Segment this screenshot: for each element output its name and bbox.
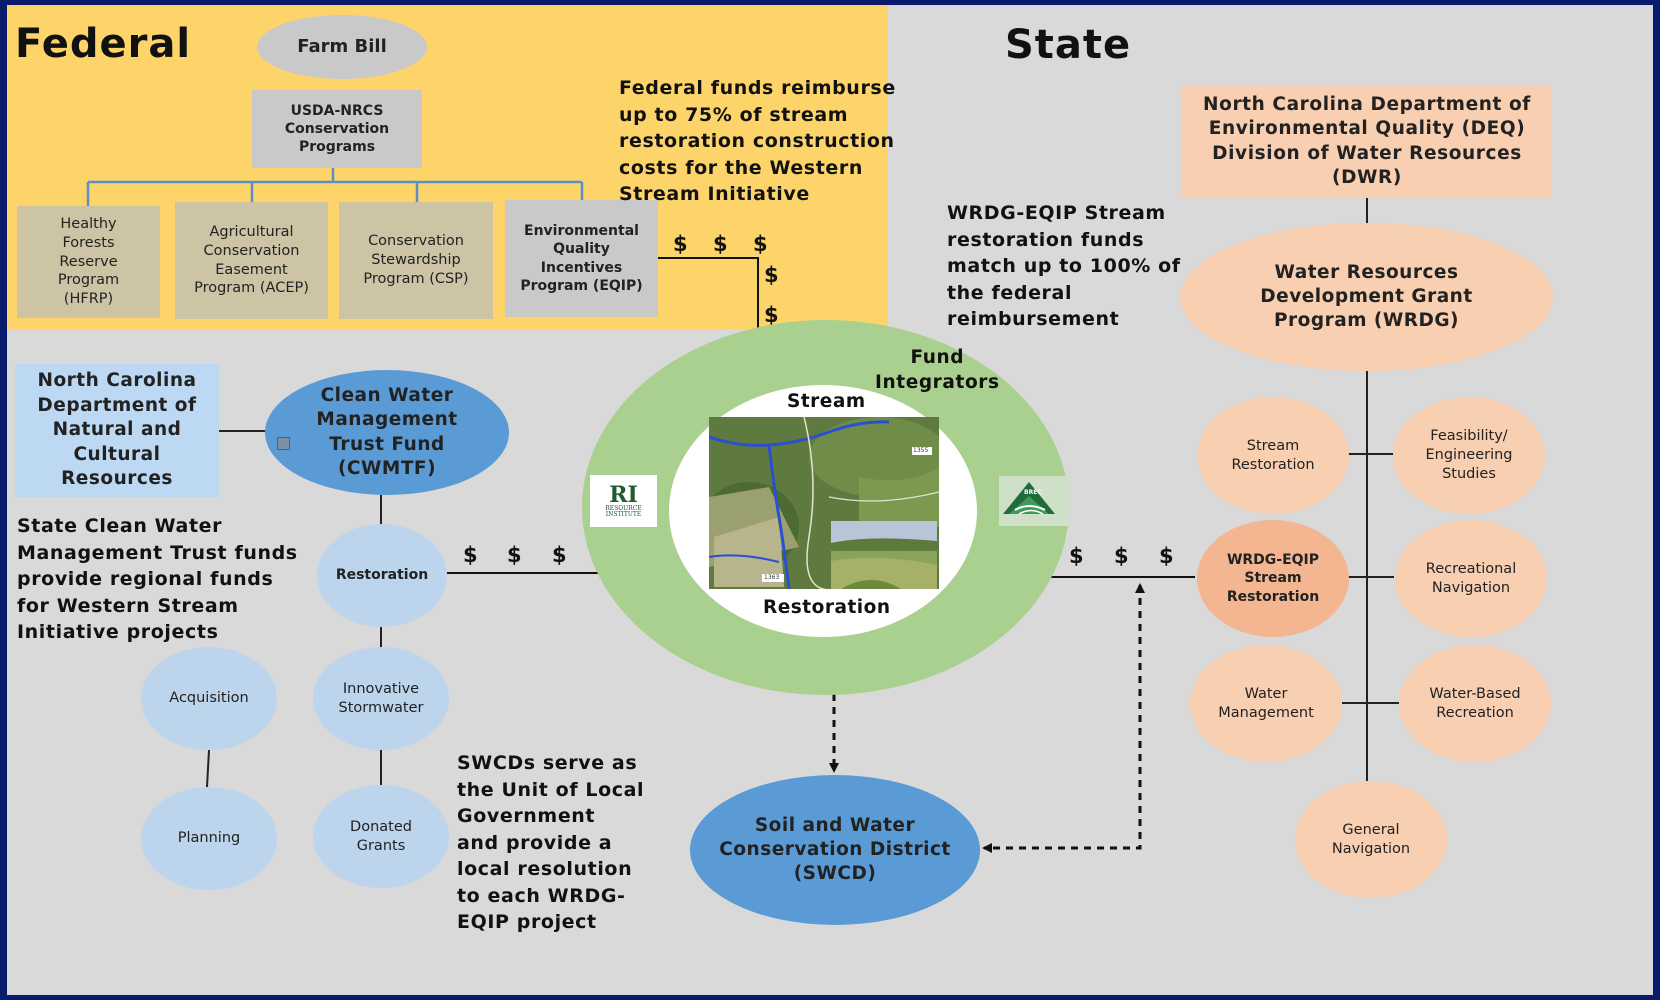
- dollar-sign: $: [507, 543, 522, 567]
- cwmtf-funds-note: State Clean Water Management Trust funds…: [17, 515, 298, 643]
- map-road-label: 1355: [913, 447, 929, 454]
- circle-wrdg-eqip: WRDG-EQIP Stream Restoration: [1197, 520, 1349, 637]
- wrdg-ellipse: Water Resources Development Grant Progra…: [1180, 223, 1553, 371]
- circle-recreational-navigation: Recreational Navigation: [1395, 520, 1547, 637]
- resource-institute-text: RESOURCE INSTITUTE: [605, 504, 642, 518]
- circle-general-navigation: General Navigation: [1295, 781, 1447, 898]
- photo-graphic: [831, 521, 937, 589]
- restoration-label: Restoration: [763, 597, 891, 618]
- brec-logo: BREC: [999, 476, 1070, 526]
- dollar-sign: $: [1159, 544, 1174, 568]
- circle-innovative-stormwater: Innovative Stormwater: [313, 647, 449, 750]
- federal-funds-note: Federal funds reimburse up to 75% of str…: [619, 77, 896, 205]
- swcd-note: SWCDs serve as the Unit of Local Governm…: [457, 752, 645, 933]
- circle-stream-restoration: Stream Restoration: [1197, 397, 1349, 514]
- swcd-ellipse: Soil and Water Conservation District (SW…: [690, 775, 980, 925]
- dollar-sign: $: [764, 263, 779, 287]
- usda-tree-lines: [86, 168, 584, 206]
- circle-acquisition: Acquisition: [141, 647, 277, 750]
- program-hfrp: Healthy Forests Reserve Program (HFRP): [17, 206, 160, 318]
- diagram-canvas: Federal State Farm Bill USDA-NRCS Conser…: [7, 5, 1653, 995]
- circle-donated-grants: Donated Grants: [313, 785, 449, 888]
- wrdg-funds-note: WRDG-EQIP Stream restoration funds match…: [947, 202, 1181, 330]
- program-eqip: Environmental Quality Incentives Program…: [505, 200, 658, 317]
- circle-water-management: Water Management: [1190, 645, 1342, 762]
- circle-water-based-recreation: Water-Based Recreation: [1399, 645, 1551, 762]
- left-tree-lines: [206, 430, 382, 788]
- small-square-icon: [277, 437, 290, 450]
- dollar-sign: $: [1114, 544, 1129, 568]
- state-heading: State: [1005, 22, 1132, 68]
- nc-dncr-box: North Carolina Department of Natural and…: [15, 364, 219, 497]
- circle-planning: Planning: [141, 787, 277, 890]
- circle-restoration: Restoration: [317, 524, 447, 627]
- brec-logo-text: BREC: [1024, 489, 1042, 496]
- farm-bill-ellipse: Farm Bill: [257, 15, 427, 79]
- stream-site-photo: [831, 521, 937, 589]
- dollar-sign: $: [1069, 544, 1084, 568]
- resource-institute-mark: RI: [609, 481, 638, 508]
- map-road-label: 1363: [764, 574, 780, 581]
- right-tree-lines: [1342, 198, 1399, 781]
- brec-logo-graphic: [1003, 482, 1055, 515]
- program-csp: Conservation Stewardship Program (CSP): [339, 202, 493, 319]
- dollar-sign: $: [463, 543, 478, 567]
- circle-feasibility: Feasibility/ Engineering Studies: [1393, 397, 1545, 514]
- usda-nrcs-box: USDA-NRCS Conservation Programs: [252, 90, 422, 168]
- fund-integrators-label: Fund Integrators: [875, 347, 1000, 393]
- nc-deq-box: North Carolina Department of Environment…: [1182, 85, 1552, 198]
- dollar-sign: $: [764, 303, 779, 327]
- dollar-sign: $: [753, 232, 768, 256]
- program-acep: Agricultural Conservation Easement Progr…: [175, 202, 328, 319]
- dollar-sign: $: [673, 232, 688, 256]
- swcd-dashed-arrows: [829, 583, 1145, 853]
- dollar-sign: $: [552, 543, 567, 567]
- resource-institute-logo: RI RESOURCE INSTITUTE: [590, 475, 657, 527]
- stream-label: Stream: [787, 391, 866, 412]
- dollar-sign: $: [713, 232, 728, 256]
- cwmtf-ellipse: Clean Water Management Trust Fund (CWMTF…: [265, 370, 509, 495]
- federal-heading: Federal: [15, 21, 192, 67]
